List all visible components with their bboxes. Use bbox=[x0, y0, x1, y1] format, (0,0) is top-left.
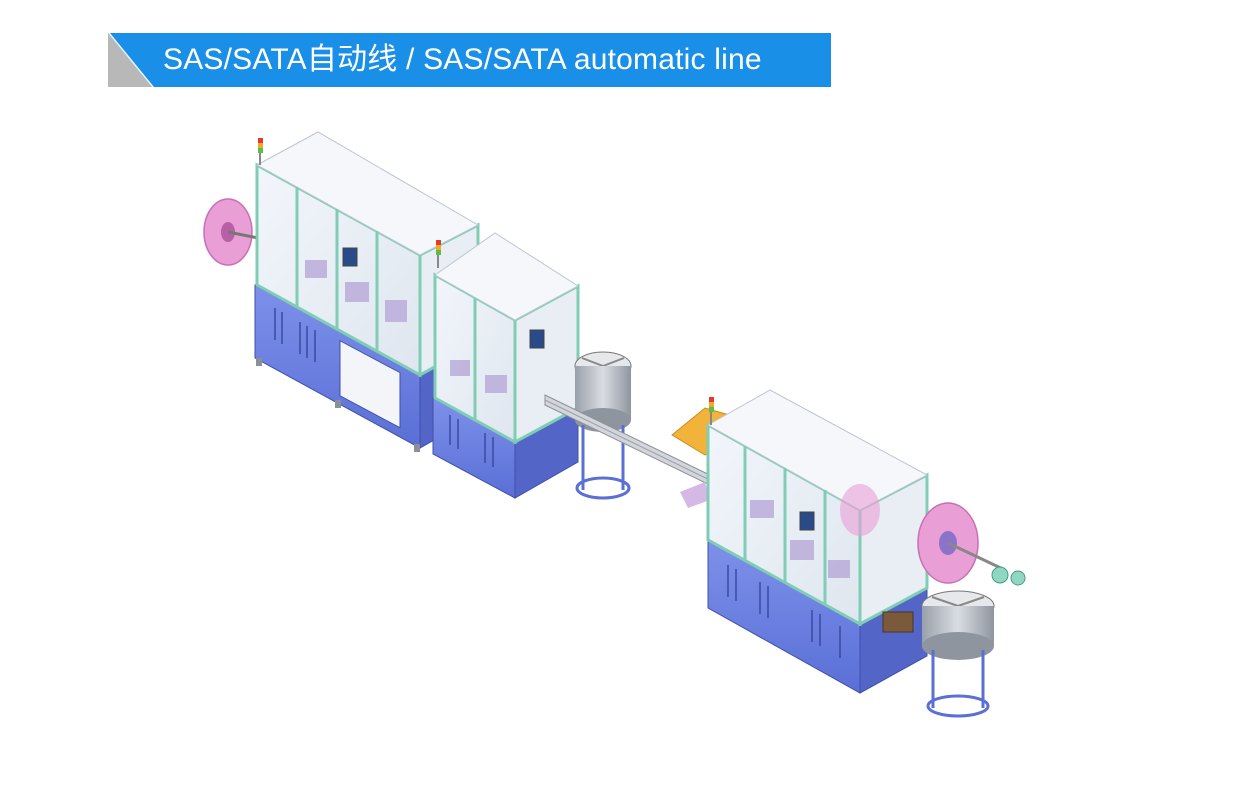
machine-3 bbox=[706, 389, 929, 694]
assembly-line-illustration bbox=[203, 131, 1026, 718]
hopper-right bbox=[921, 590, 995, 718]
title-banner-background bbox=[108, 33, 831, 87]
reel-left bbox=[203, 198, 259, 266]
reel-right bbox=[917, 502, 1026, 586]
page-title: SAS/SATA自动线 / SAS/SATA automatic line bbox=[163, 43, 762, 76]
stack-light-1 bbox=[258, 138, 263, 165]
hopper-middle bbox=[574, 351, 632, 500]
stack-light-3 bbox=[709, 397, 714, 425]
stack-light-2 bbox=[436, 240, 441, 268]
conveyor bbox=[544, 394, 721, 508]
machine-2 bbox=[432, 232, 580, 499]
title-banner: SAS/SATA自动线 / SAS/SATA automatic line bbox=[108, 33, 831, 87]
